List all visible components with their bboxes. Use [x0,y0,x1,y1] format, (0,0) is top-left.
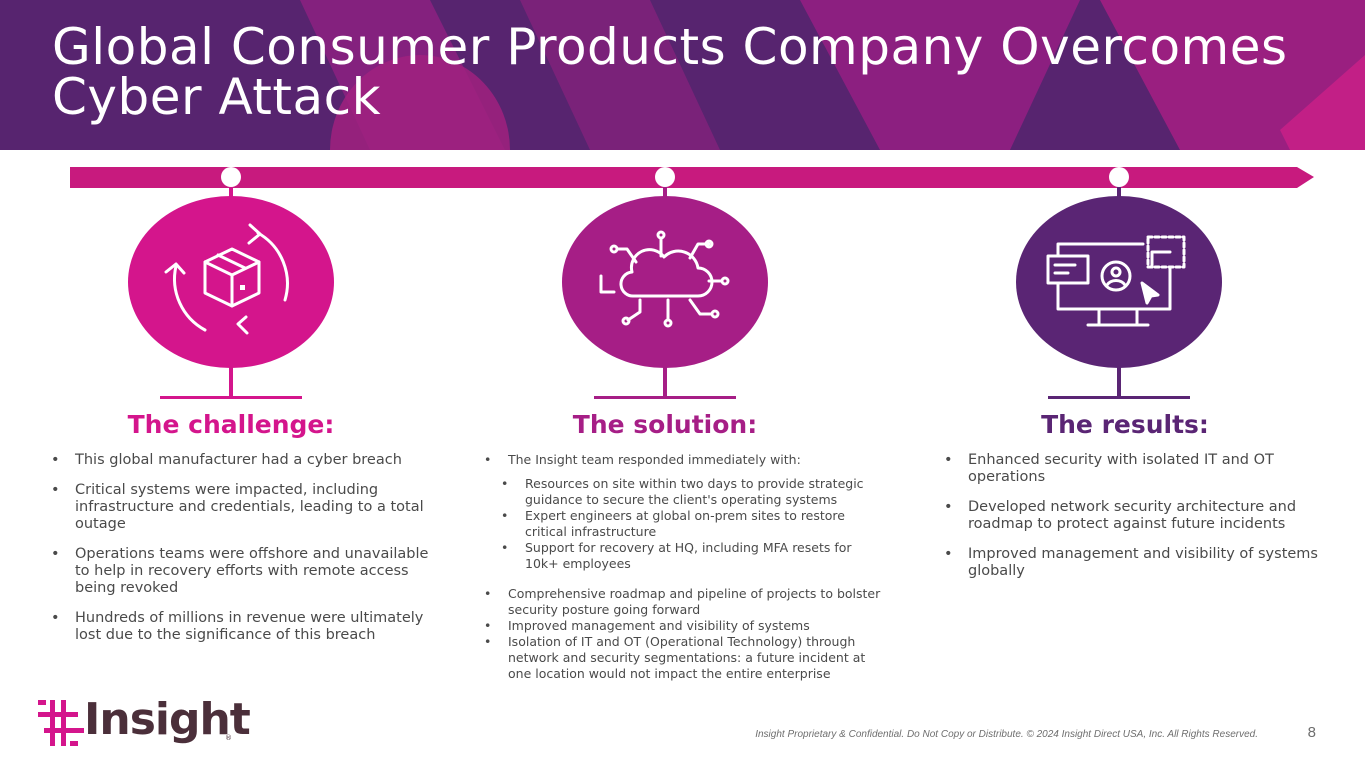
registered-mark: ® [225,734,232,742]
page-title: Global Consumer Products Company Overcom… [52,18,1288,126]
list-item: Improved management and visibility of sy… [944,546,1344,580]
timeline-node [655,167,675,187]
timeline-arrow [70,167,1314,188]
list-item: Improved management and visibility of sy… [484,618,884,634]
challenge-heading: The challenge: [127,410,335,439]
list-item: Enhanced security with isolated IT and O… [944,452,1344,486]
timeline-node [1109,167,1129,187]
list-item: Critical systems were impacted, includin… [51,482,446,533]
header-banner: Global Consumer Products Company Overcom… [0,0,1365,150]
solution-heading: The solution: [572,410,758,439]
box-cycle-icon [164,223,289,335]
list-item: Comprehensive roadmap and pipeline of pr… [484,586,884,618]
list-item: This global manufacturer had a cyber bre… [51,452,446,469]
list-item: Operations teams were offshore and unava… [51,546,446,597]
solution-list: The Insight team responded immediately w… [484,452,884,682]
list-item: Isolation of IT and OT (Operational Tech… [484,634,884,682]
results-list: Enhanced security with isolated IT and O… [944,452,1344,593]
monitor-user-icon [1046,235,1186,327]
cloud-network-icon [599,230,730,328]
challenge-list: This global manufacturer had a cyber bre… [51,452,446,657]
list-item: Support for recovery at HQ, including MF… [484,540,884,572]
page-number: 8 [1307,724,1316,741]
list-item: The Insight team responded immediately w… [484,452,884,468]
list-item: Resources on site within two days to pro… [484,476,884,508]
results-heading: The results: [1041,410,1209,439]
list-item: Expert engineers at global on-prem sites… [484,508,884,540]
list-item: Hundreds of millions in revenue were ult… [51,610,446,644]
header-decoration [0,0,1365,150]
timeline-node [221,167,241,187]
list-item: Developed network security architecture … [944,499,1344,533]
footer-disclaimer: Insight Proprietary & Confidential. Do N… [755,729,1258,740]
timeline [70,167,1314,399]
solution-circle [562,196,768,368]
insight-logo-text: Insight [84,694,251,745]
insight-logo-mark [38,700,84,746]
